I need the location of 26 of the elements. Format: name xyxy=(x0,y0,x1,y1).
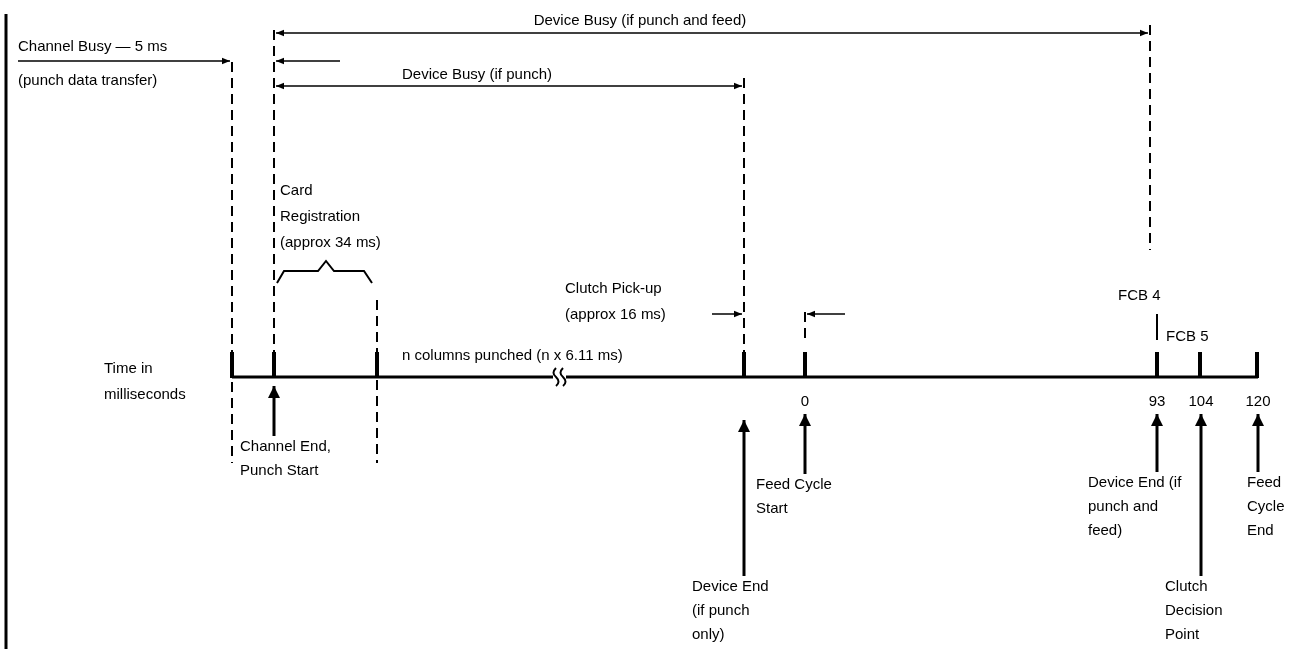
arrow xyxy=(738,420,750,576)
interval-label: Card Registration (approx 34 ms) xyxy=(280,180,382,252)
marker-label: FCB 5 xyxy=(1166,326,1209,346)
span-label: Device Busy (if punch) xyxy=(402,64,553,84)
arrow xyxy=(799,414,811,474)
span-label: Device Busy (if punch and feed) xyxy=(532,10,748,30)
tick-value: 104 xyxy=(1182,390,1220,412)
interval-label: Clutch Pick-up (approx 16 ms) xyxy=(565,278,667,324)
span-note: (punch data transfer) xyxy=(18,70,158,90)
arrow xyxy=(268,386,280,436)
tick-value: 0 xyxy=(795,390,815,412)
axis-title: Time in milliseconds xyxy=(104,358,187,404)
span-label: Channel Busy — 5 ms xyxy=(18,36,168,56)
arrow xyxy=(1252,414,1264,472)
event-label: Clutch Decision Point xyxy=(1165,574,1237,646)
event-label: Device End (if punch only) xyxy=(692,574,777,646)
event-label: Feed Cycle End xyxy=(1247,470,1295,542)
interval-label: n columns punched (n x 6.11 ms) xyxy=(402,345,623,365)
event-label: Channel End, Punch Start xyxy=(240,434,370,482)
event-label: Feed Cycle Start xyxy=(756,472,856,520)
tick-value: 93 xyxy=(1140,390,1174,412)
event-label: Device End (if punch and feed) xyxy=(1088,470,1184,542)
tick-value: 120 xyxy=(1238,390,1278,412)
arrow xyxy=(1151,414,1163,472)
marker-label: FCB 4 xyxy=(1118,285,1161,305)
arrow xyxy=(1195,414,1207,576)
